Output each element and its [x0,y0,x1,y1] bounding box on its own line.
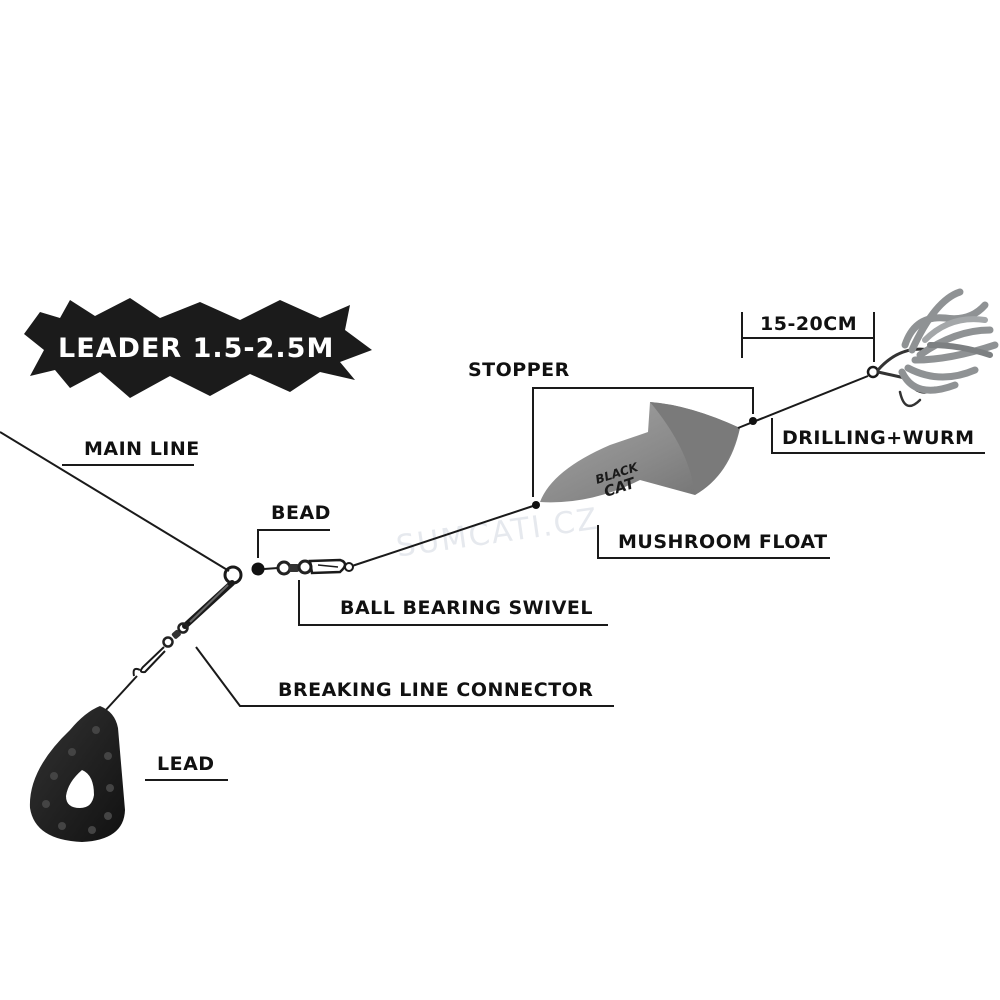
label-stopper: STOPPER [468,359,754,497]
label-bead: BEAD [257,502,331,558]
lead-weight-body [29,706,126,842]
leader-line [351,505,534,567]
ball-bearing-swivel [263,558,354,576]
label-breaking-line-connector-text: BREAKING LINE CONNECTOR [278,679,593,701]
label-ball-bearing-swivel-text: BALL BEARING SWIVEL [340,597,593,619]
leader-banner: LEADER 1.5-2.5M [24,298,372,398]
label-main-line-text: MAIN LINE [84,438,200,460]
breaking-line-connector [132,580,235,677]
label-drilling-wurm: DRILLING+WURM [771,418,985,454]
stopper-bead [532,501,540,509]
lead-weight [29,706,126,842]
bead-ball [251,562,265,576]
mushroom-float: BLACK CAT [540,402,740,503]
label-lead: LEAD [145,753,228,781]
main-line [0,431,230,572]
drilling-worm [876,288,999,408]
label-drilling-wurm-text: DRILLING+WURM [782,427,975,449]
label-ball-bearing-swivel: BALL BEARING SWIVEL [298,580,608,626]
hook-line [737,375,869,429]
label-lead-text: LEAD [157,753,215,775]
watermark-text: SUMCATI.CZ [394,502,601,565]
label-distance: 15-20CM [741,312,875,362]
label-breaking-line-connector: BREAKING LINE CONNECTOR [195,646,614,707]
label-stopper-text: STOPPER [468,359,570,381]
leader-banner-text: LEADER 1.5-2.5M [58,333,334,364]
label-distance-text: 15-20CM [760,313,857,335]
label-mushroom-float-text: MUSHROOM FLOAT [618,531,828,553]
lead-line [103,675,138,713]
label-mushroom-float: MUSHROOM FLOAT [597,525,830,559]
label-main-line: MAIN LINE [62,438,200,466]
top-stopper-bead [749,417,757,425]
label-bead-text: BEAD [271,502,331,524]
leader-banner-shape [24,298,372,398]
